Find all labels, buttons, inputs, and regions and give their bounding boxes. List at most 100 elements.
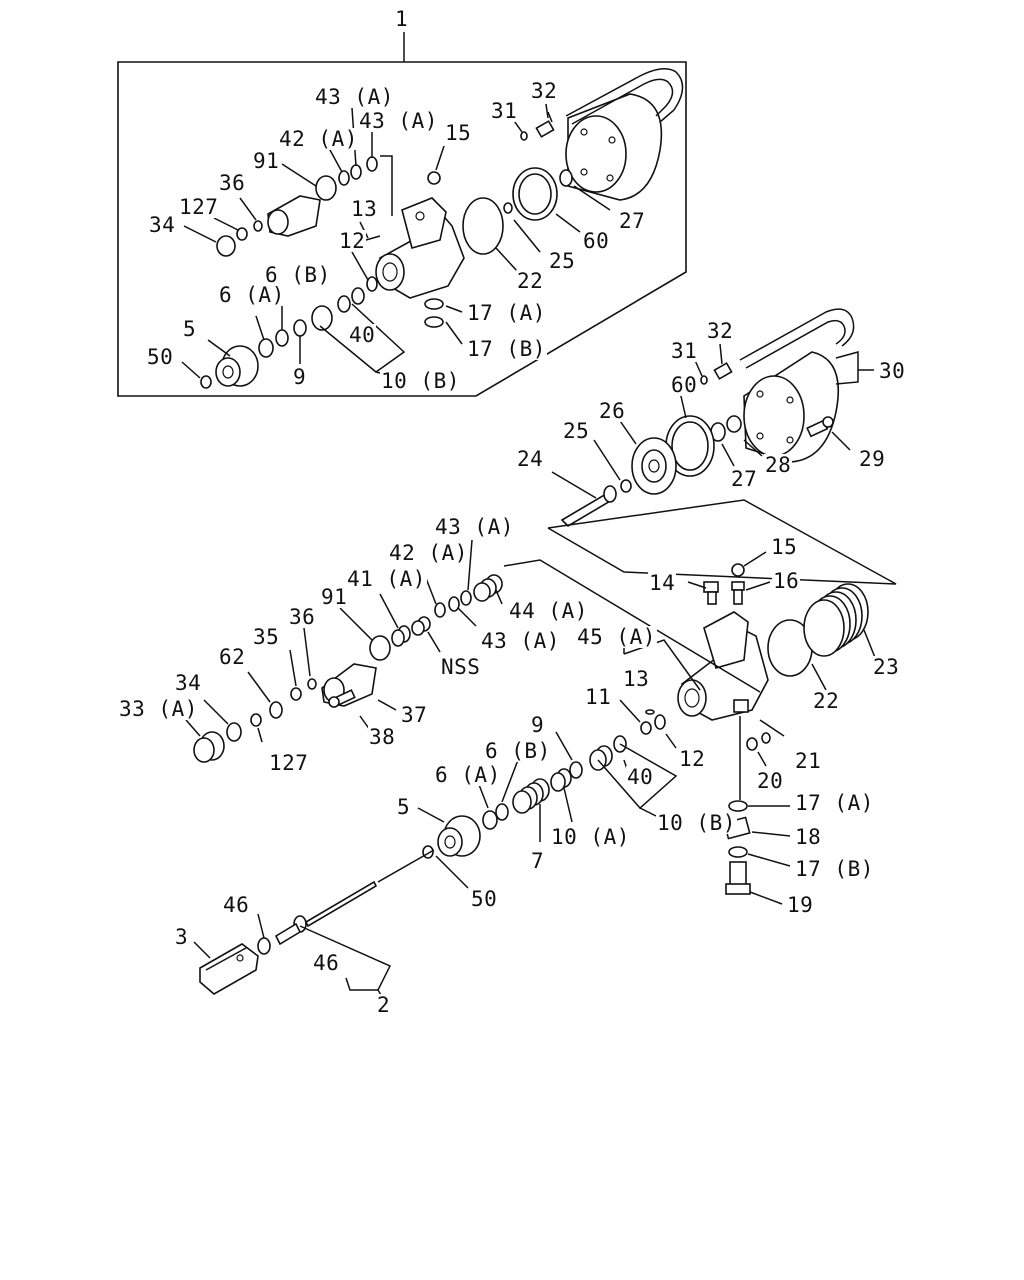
main-part-9 — [569, 761, 583, 779]
callout-41a: 41 (A) — [346, 567, 427, 591]
callout-25: 25 — [562, 419, 591, 443]
kit-part-27 — [559, 169, 573, 187]
callout-50: 50 — [146, 345, 175, 369]
callout-10b: 10 (B) — [656, 811, 737, 835]
callout-31: 31 — [670, 339, 699, 363]
callout-20: 20 — [756, 769, 785, 793]
callout-34: 34 — [148, 213, 177, 237]
callout-30: 30 — [878, 359, 907, 383]
main-part-44a — [473, 574, 503, 602]
callout-nss: NSS — [440, 655, 482, 679]
main-part-13 — [645, 709, 655, 715]
main-part-33a — [193, 731, 225, 763]
callout-42a: 42 (A) — [388, 541, 469, 565]
callout-40: 40 — [348, 323, 377, 347]
callout-12: 12 — [338, 229, 367, 253]
callout-36: 36 — [288, 605, 317, 629]
callout-13: 13 — [622, 667, 651, 691]
kit-parts-6 — [258, 329, 289, 358]
main-part-62 — [269, 701, 283, 719]
callout-5: 5 — [396, 795, 412, 819]
callout-19: 19 — [786, 893, 815, 917]
kit-part-42a — [338, 170, 350, 186]
main-part-91-ring — [369, 635, 391, 661]
main-part-16 — [731, 581, 745, 605]
main-leaders — [185, 343, 877, 1001]
callout-27: 27 — [618, 209, 647, 233]
group-bracket-24 — [547, 499, 897, 585]
callout-46: 46 — [222, 893, 251, 917]
main-part-43a-1 — [460, 590, 472, 606]
callout-1: 1 — [394, 7, 410, 31]
callout-11: 11 — [584, 685, 613, 709]
main-part-127 — [250, 713, 262, 727]
callout-27: 27 — [730, 467, 759, 491]
callout-24: 24 — [516, 447, 545, 471]
callout-40: 40 — [626, 765, 655, 789]
kit-part-12 — [366, 276, 378, 292]
callout-38: 38 — [368, 725, 397, 749]
callout-26: 26 — [598, 399, 627, 423]
kit-part-32 — [535, 111, 555, 138]
callout-13: 13 — [350, 197, 379, 221]
main-part-35 — [290, 687, 302, 701]
callout-60: 60 — [670, 373, 699, 397]
callout-9: 9 — [292, 365, 308, 389]
callout-31: 31 — [490, 99, 519, 123]
main-part-15 — [731, 563, 745, 577]
callout-16: 16 — [772, 569, 801, 593]
kit-box-frame — [117, 61, 687, 397]
kit-part-17b — [424, 316, 444, 328]
kit-part-36 — [253, 220, 263, 232]
callout-91: 91 — [252, 149, 281, 173]
kit-part-127 — [236, 227, 248, 241]
callout-37: 37 — [400, 703, 429, 727]
callout-22: 22 — [516, 269, 545, 293]
callout-91: 91 — [320, 585, 349, 609]
main-part-10a — [550, 768, 572, 792]
callout-43a: 43 (A) — [434, 515, 515, 539]
callout-43a: 43 (A) — [480, 629, 561, 653]
main-valve-body — [677, 611, 769, 721]
kit-cylinder-body — [565, 68, 684, 201]
callout-29: 29 — [858, 447, 887, 471]
kit-leaders — [181, 103, 611, 379]
kit-part-22 — [462, 197, 504, 255]
callout-9: 9 — [530, 713, 546, 737]
main-part-6b — [495, 803, 509, 821]
callout-7: 7 — [530, 849, 546, 873]
kit-part-15 — [427, 171, 441, 185]
callout-33a: 33 (A) — [118, 697, 199, 721]
kit-valve-body — [375, 197, 465, 299]
main-part-42a — [434, 602, 446, 618]
main-part-41a — [391, 625, 411, 647]
kit-part-50 — [200, 375, 212, 389]
main-part-32 — [713, 362, 733, 380]
callout-6b: 6 (B) — [484, 739, 552, 763]
main-part-5 — [437, 815, 481, 857]
callout-17a: 17 (A) — [794, 791, 875, 815]
main-part-36 — [307, 678, 317, 690]
kit-part-34 — [216, 235, 236, 257]
kit-part-17a — [424, 298, 444, 310]
callout-15: 15 — [770, 535, 799, 559]
callout-17a: 17 (A) — [466, 301, 547, 325]
main-part-nss — [411, 616, 431, 636]
callout-5: 5 — [182, 317, 198, 341]
main-part-12 — [654, 714, 666, 730]
main-part-26 — [631, 437, 677, 495]
main-part-20 — [746, 737, 758, 751]
callout-23: 23 — [872, 655, 901, 679]
callout-28: 28 — [764, 453, 793, 477]
callout-34: 34 — [174, 671, 203, 695]
kit-part-91-ring — [315, 175, 337, 201]
callout-6b: 6 (B) — [264, 263, 332, 287]
callout-6a: 6 (A) — [434, 763, 502, 787]
kit-part-13 — [365, 235, 381, 241]
main-part-6a — [482, 810, 498, 830]
callout-127: 127 — [178, 195, 220, 219]
callout-32: 32 — [706, 319, 735, 343]
callout-35: 35 — [252, 625, 281, 649]
